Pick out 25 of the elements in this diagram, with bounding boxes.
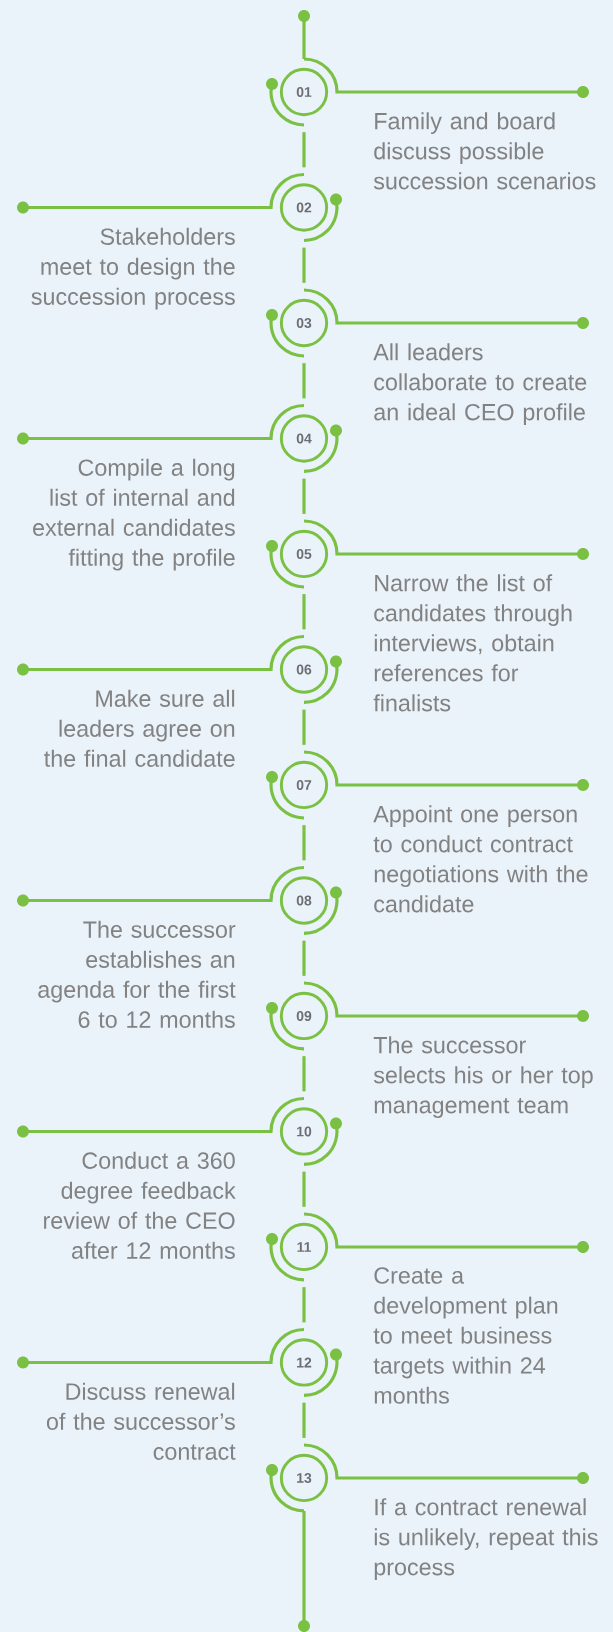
- step-description: The successor establishes an agenda for the first 6 to 12 months: [38, 920, 236, 1028]
- timeline-line: [302, 1402, 306, 1438]
- timeline-line: [302, 594, 306, 630]
- step-description: Conduct a 360 degree feedback review of the CEO after 12 months: [44, 1151, 236, 1259]
- timeline-line: [302, 478, 306, 514]
- timeline-line: [302, 940, 306, 976]
- step-description: The successor selects his or her top management team: [373, 1036, 593, 1118]
- timeline-line: [302, 1287, 306, 1323]
- timeline-line: [302, 363, 306, 399]
- timeline-line: [302, 247, 306, 283]
- step-description: Appoint one person to conduct contract negotiations with the candidate: [373, 805, 588, 913]
- step-description: Make sure all leaders agree on the final candidate: [44, 689, 235, 767]
- step-description: Narrow the list of candidates through interviews, obtain references for finalists: [373, 574, 572, 712]
- step-description: Create a development plan to meet business targets within 24 months: [373, 1267, 558, 1404]
- timeline-line: [302, 1056, 306, 1092]
- step-description: Compile a long list of internal and external candidates fitting the profile: [33, 458, 235, 571]
- step-description: Stakeholders meet to design the succession process: [31, 227, 235, 310]
- timeline-line: [302, 709, 306, 745]
- timeline-line: [302, 132, 306, 168]
- step-description: All leaders collaborate to create an ideal CEO profile: [373, 343, 587, 425]
- step-description: Discuss renewal of the successor’s contract: [46, 1382, 236, 1460]
- step-description: Family and board discuss possible succession scenarios: [373, 112, 596, 190]
- step-description: If a contract renewal is unlikely, repeat this process: [374, 1498, 598, 1580]
- timeline-line: [302, 1171, 306, 1207]
- timeline-line: [302, 825, 306, 861]
